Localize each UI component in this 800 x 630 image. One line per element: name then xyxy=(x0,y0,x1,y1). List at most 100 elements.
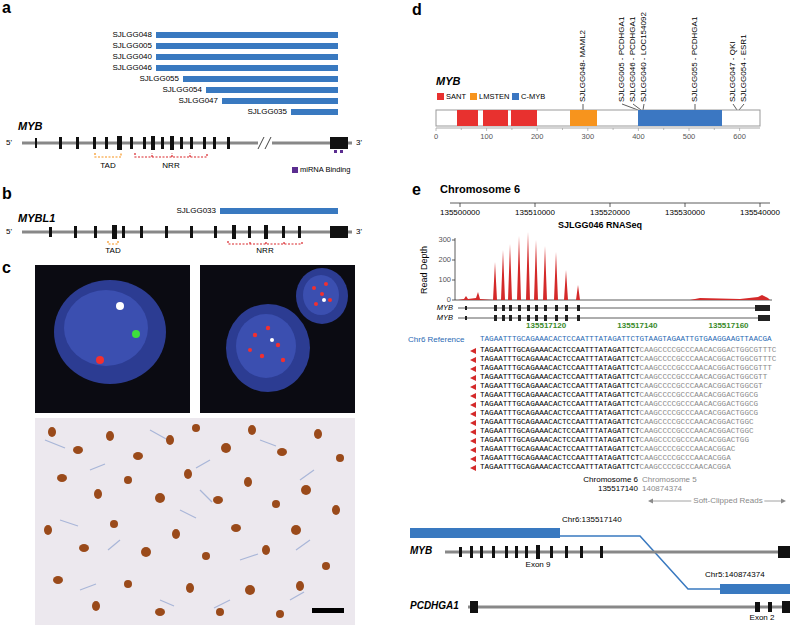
gene-tracks xyxy=(494,305,497,311)
fusion-schematic xyxy=(410,528,790,613)
label-text: 3' xyxy=(356,139,362,147)
fusion-bars-a xyxy=(206,87,338,93)
fusion-bars-a xyxy=(222,98,338,104)
chromosome-ruler xyxy=(450,203,770,207)
chromosome-ruler xyxy=(460,203,760,207)
label-text: SJLGG033 xyxy=(176,207,216,215)
fish-image-right xyxy=(253,333,257,337)
myb-gene xyxy=(180,137,183,149)
label-text: TAD xyxy=(105,247,120,255)
read-arrows xyxy=(470,375,476,381)
gene-name: PCDHGA1 xyxy=(410,601,459,611)
myb-gene xyxy=(35,136,348,150)
fusion-schematic xyxy=(470,546,473,558)
fish-image-left xyxy=(116,302,124,310)
fusion-bar-b xyxy=(220,208,338,214)
fish-image-right xyxy=(248,348,252,352)
fusion-schematic xyxy=(492,546,495,558)
axis-label: 600 xyxy=(733,133,746,141)
read-arrows xyxy=(470,447,476,453)
ihc-image xyxy=(45,430,314,608)
fusion-bars-a xyxy=(156,65,338,71)
fusion-bars-a xyxy=(183,76,338,82)
fish-image-right xyxy=(236,314,296,378)
fusion-schematic xyxy=(480,546,483,558)
ihc-image xyxy=(90,464,105,470)
label-text: 135517140 xyxy=(598,485,638,493)
mybl1-gene xyxy=(49,225,348,239)
panel-letter: a xyxy=(2,0,11,16)
myb-gene xyxy=(258,137,264,149)
label-text: SJLGG040 xyxy=(112,53,152,61)
sequence-read: TAGAATTTGCAGAAACACTCCAATTTATAGATTCT xyxy=(480,401,640,409)
ihc-image xyxy=(200,490,212,502)
fusion-schematic xyxy=(470,601,790,613)
ihc-image xyxy=(312,608,344,613)
ihc-image xyxy=(180,510,196,518)
fusion-label: SJLGG048- MAML2 xyxy=(579,30,587,102)
fish-image-right xyxy=(303,275,339,315)
legend-text: SANT xyxy=(446,93,466,101)
gene-name: MYB xyxy=(18,121,42,132)
fish-image-right xyxy=(314,302,318,306)
axis-title: Read Depth xyxy=(420,246,429,294)
read-arrows xyxy=(470,384,476,390)
ihc-image xyxy=(336,454,344,462)
label-text: 135520000 xyxy=(590,209,630,217)
reference-label: Chr6 Reference xyxy=(408,336,464,344)
fusion-schematic xyxy=(565,546,568,558)
label-text: NRR xyxy=(256,247,273,255)
fusion-schematic xyxy=(459,545,790,559)
ihc-image xyxy=(290,592,304,600)
legend-text: miRNA Binding xyxy=(300,166,350,174)
sequence-read: CAAGCCCCGCCCAACACGGA xyxy=(640,455,731,463)
fish-image-right xyxy=(266,326,270,330)
fusion-leaders xyxy=(633,104,641,110)
panel-letter: d xyxy=(412,2,422,18)
sequence-read: CAAGCCCCGCCCAACACGGACTGGC xyxy=(640,419,754,427)
label-text: 135510000 xyxy=(515,209,555,217)
mybl1-gene xyxy=(108,241,118,244)
mybl1-gene xyxy=(282,226,285,238)
sequence-read: TAGAATTTGCAGAAACACTCCAATTTATAGATTCT xyxy=(480,383,640,391)
ihc-image xyxy=(155,608,165,616)
panel-letter: c xyxy=(2,260,11,276)
label-text: Chromosome 6 xyxy=(583,476,638,484)
fusion-schematic xyxy=(600,546,603,558)
mybl1-gene xyxy=(190,226,193,238)
myb-protein xyxy=(638,110,722,126)
mybl1-gene xyxy=(49,227,52,237)
ihc-image xyxy=(245,585,255,595)
label-text: TAD xyxy=(100,162,115,170)
fusion-schematic xyxy=(782,601,790,613)
mybl1-gene xyxy=(264,225,268,239)
fish-image-right xyxy=(320,292,324,296)
ihc-image xyxy=(141,547,151,557)
label-text: Chr5:140874374 xyxy=(705,571,765,579)
label-text: NRR xyxy=(162,162,179,170)
label-text: Soft-Clipped Reads xyxy=(691,497,764,505)
ihc-image xyxy=(296,581,304,591)
ihc-image xyxy=(260,440,276,446)
label-text: SJLGG055 xyxy=(139,75,179,83)
label-text: Exon 2 xyxy=(750,614,775,622)
axis-label: 300 xyxy=(582,133,595,141)
ihc-image xyxy=(216,608,224,616)
ihc-image xyxy=(322,562,330,570)
myb-gene xyxy=(161,137,164,149)
gene-tracks xyxy=(577,315,580,321)
fish-image-right xyxy=(281,358,285,362)
ihc-image xyxy=(214,600,230,608)
fish-image-left xyxy=(64,290,148,366)
fish-image-right xyxy=(296,268,348,324)
ihc-image xyxy=(133,452,143,460)
myb-gene xyxy=(22,136,352,157)
mybl1-gene xyxy=(248,226,251,238)
gene-tracks xyxy=(502,305,505,311)
fusion-schematic xyxy=(536,545,540,559)
gene-tracks xyxy=(544,315,547,321)
axis-label: 200 xyxy=(438,256,451,264)
gene-name: MYB xyxy=(410,546,432,556)
fusion-schematic xyxy=(410,528,560,538)
mybl1-gene xyxy=(165,226,168,238)
